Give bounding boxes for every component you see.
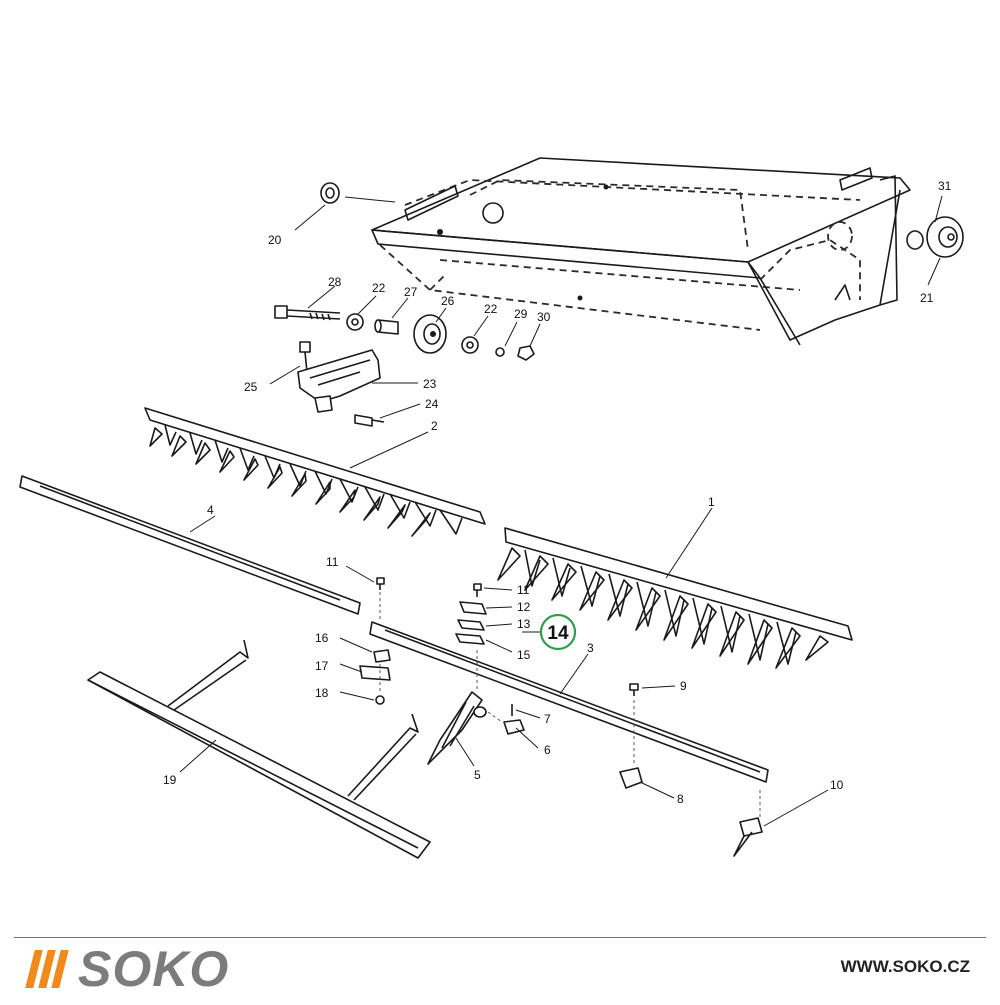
callout-5: 5 bbox=[474, 768, 481, 782]
part-3-cutter-bar bbox=[369, 621, 769, 783]
callout-9: 9 bbox=[680, 679, 687, 693]
part-5-knife-head bbox=[427, 691, 503, 765]
part-2-knife-assembly bbox=[144, 407, 486, 537]
callout-1: 1 bbox=[708, 495, 715, 509]
callout-27: 27 bbox=[404, 285, 418, 299]
callout-21: 21 bbox=[920, 291, 934, 305]
callout-29: 29 bbox=[514, 307, 528, 321]
part-4-knife-back bbox=[19, 475, 361, 615]
part-25-23-24-bracket bbox=[297, 341, 385, 427]
brand-name: SOKO bbox=[78, 941, 230, 997]
soko-logo: SOKO bbox=[25, 941, 230, 997]
callout-10: 10 bbox=[830, 778, 844, 792]
callout-16: 16 bbox=[315, 631, 329, 645]
footer-divider bbox=[14, 937, 986, 938]
callout-20: 20 bbox=[268, 233, 282, 247]
callout-2: 2 bbox=[431, 419, 438, 433]
callout-11-right: 11 bbox=[517, 583, 530, 597]
callout-28: 28 bbox=[328, 275, 342, 289]
part-29-washer bbox=[495, 347, 505, 357]
callout-13: 13 bbox=[517, 617, 531, 631]
part-28-bolt bbox=[274, 305, 341, 321]
callout-12: 12 bbox=[517, 600, 531, 614]
callout-3: 3 bbox=[587, 641, 594, 655]
callout-22-left: 22 bbox=[372, 281, 386, 295]
part-20-bushing bbox=[320, 182, 396, 204]
leader-lines bbox=[179, 195, 943, 827]
callout-18: 18 bbox=[315, 686, 329, 700]
callout-8: 8 bbox=[677, 792, 684, 806]
part-22-bushing-right bbox=[461, 336, 479, 354]
callout-26: 26 bbox=[441, 294, 455, 308]
callout-6: 6 bbox=[544, 743, 551, 757]
callout-25: 25 bbox=[244, 380, 258, 394]
part-26-pulley bbox=[413, 314, 447, 354]
logo-stripes-icon bbox=[25, 950, 69, 988]
callout-14-highlighted: 14 bbox=[547, 623, 569, 644]
fasteners-center bbox=[359, 577, 763, 857]
callout-17: 17 bbox=[315, 659, 329, 673]
callout-4: 4 bbox=[207, 503, 214, 517]
part-31-21-pulley bbox=[906, 216, 964, 258]
part-22-bushing-left bbox=[346, 313, 364, 331]
part-30-nut bbox=[517, 345, 535, 361]
website-url: WWW.SOKO.CZ bbox=[840, 957, 970, 976]
callout-24: 24 bbox=[425, 397, 439, 411]
callout-labels: 20 28 22 27 26 22 29 30 31 21 25 23 24 2… bbox=[163, 179, 952, 806]
footer: SOKO WWW.SOKO.CZ bbox=[0, 935, 1000, 1000]
header-frame bbox=[371, 157, 911, 346]
part-27-sleeve bbox=[374, 319, 399, 335]
callout-30: 30 bbox=[537, 310, 551, 324]
callout-19: 19 bbox=[163, 773, 177, 787]
part-19-rail bbox=[87, 639, 431, 859]
callout-15: 15 bbox=[517, 648, 531, 662]
callout-11-left: 11 bbox=[326, 555, 339, 569]
highlight-circle bbox=[539, 613, 577, 651]
callout-31: 31 bbox=[938, 179, 952, 193]
part-1-guard-assembly bbox=[497, 527, 853, 669]
callout-7: 7 bbox=[544, 712, 551, 726]
callout-23: 23 bbox=[423, 377, 437, 391]
callout-22-right: 22 bbox=[484, 302, 498, 316]
